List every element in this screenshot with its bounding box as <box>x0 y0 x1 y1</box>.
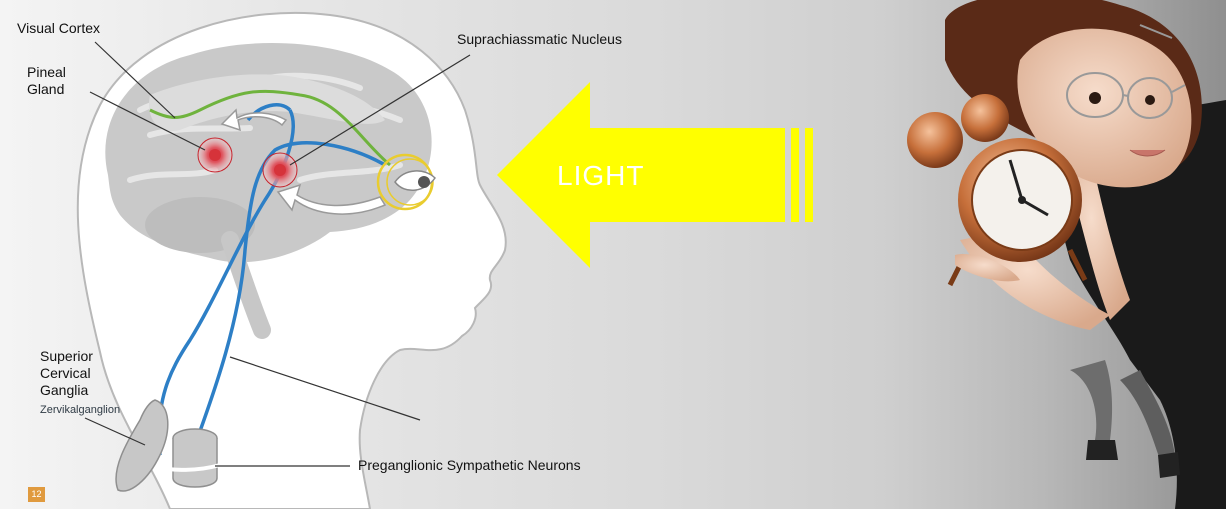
scn-marker <box>263 153 297 187</box>
page-number-badge: 12 <box>28 487 45 502</box>
label-superior-cervical-ganglia: Superior Cervical Ganglia <box>40 348 93 399</box>
woman-with-alarm-clock <box>907 0 1226 509</box>
label-visual-cortex: Visual Cortex <box>17 20 100 37</box>
label-preganglionic-neurons: Preganglionic Sympathetic Neurons <box>358 457 581 474</box>
pineal-gland-marker <box>198 138 232 172</box>
label-pineal-gland: Pineal Gland <box>27 64 66 98</box>
light-label: LIGHT <box>557 160 644 192</box>
label-suprachiasmatic-nucleus: Suprachiassmatic Nucleus <box>457 31 622 48</box>
light-arrow <box>497 82 813 268</box>
label-zervikalganglion: Zervikalganglion <box>40 404 120 416</box>
